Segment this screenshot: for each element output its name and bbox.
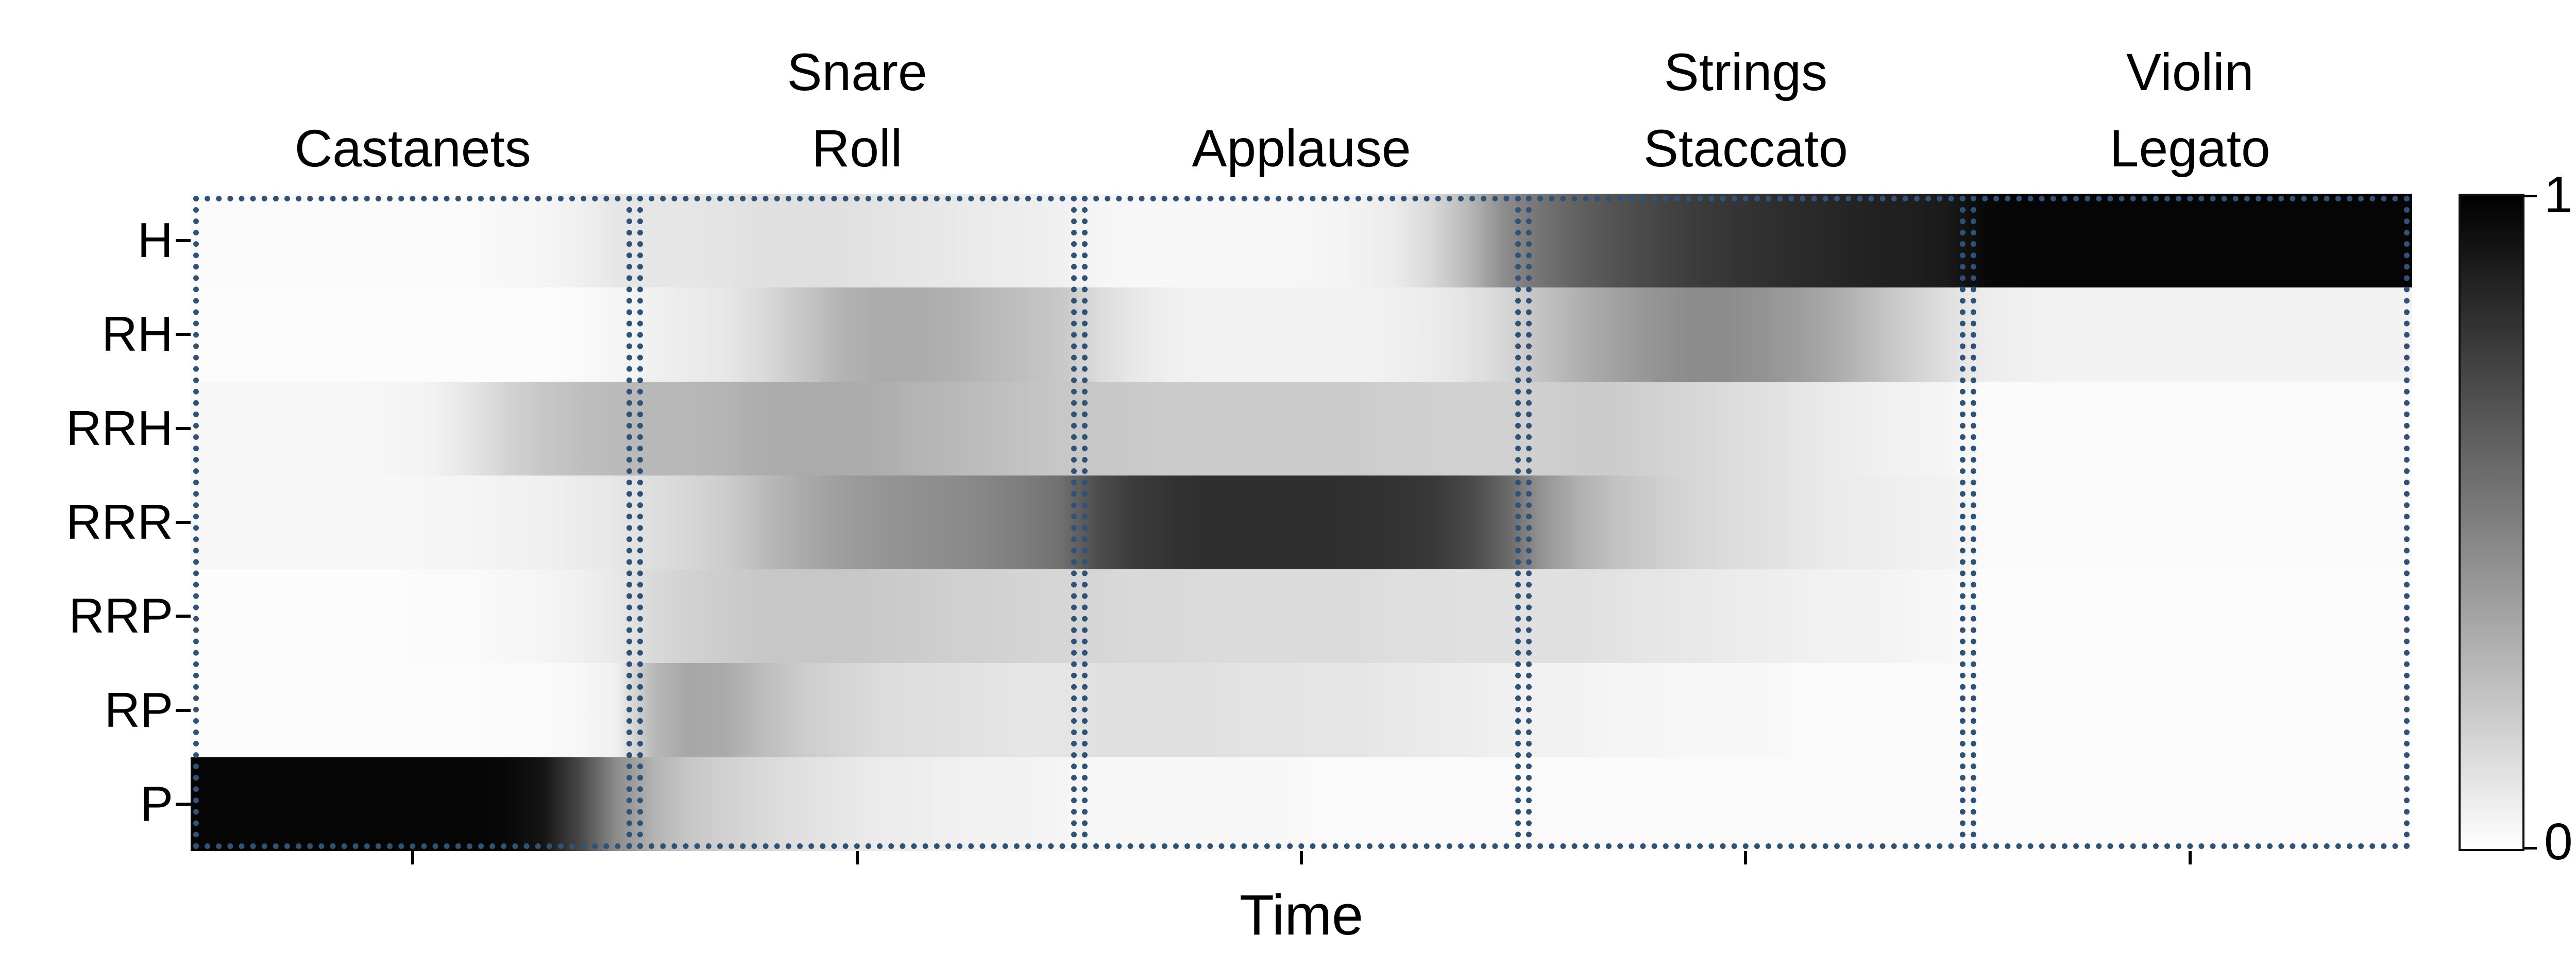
y-tick [176, 708, 191, 712]
segment-label-line: Castanets [294, 119, 531, 178]
segment-label-line: Staccato [1643, 119, 1848, 178]
y-tick-label-rrr: RRR [66, 495, 173, 550]
y-tick-label-rp: RP [104, 682, 173, 738]
colorbar-min-label: 0 [2544, 813, 2573, 871]
y-tick [176, 802, 191, 806]
colorbar-tick-max [2524, 195, 2537, 197]
colorbar-gradient [2459, 194, 2524, 851]
y-tick [176, 427, 191, 430]
y-tick [176, 239, 191, 243]
segment-label-applause: Applause [1079, 110, 1523, 186]
segment-label-castanets: Castanets [191, 110, 635, 186]
y-tick [176, 615, 191, 618]
segment-label-line: Snare [787, 43, 927, 101]
y-tick [176, 521, 191, 524]
x-tick [855, 851, 859, 864]
heatmap-row-p [191, 757, 2412, 851]
y-tick-label-p: P [140, 776, 173, 831]
x-tick [1744, 851, 1748, 864]
segment-label-line: Applause [1192, 119, 1411, 178]
y-tick-label-rh: RH [101, 307, 173, 362]
segment-label-line: Strings [1664, 43, 1828, 101]
segment-box-snare-roll [637, 196, 1077, 849]
segment-box-violin-legato [1970, 196, 2410, 849]
heatmap-plot-area [191, 194, 2412, 851]
heatmap-row-rrr [191, 475, 2412, 570]
heatmap-row-h [191, 194, 2412, 288]
x-tick [411, 851, 415, 864]
heatmap-row-rp [191, 663, 2412, 757]
x-tick [1300, 851, 1303, 864]
y-tick-label-h: H [137, 213, 173, 268]
y-tick-label-rrp: RRP [69, 588, 173, 644]
colorbar-max-label: 1 [2544, 166, 2573, 224]
segment-box-castanets [193, 196, 633, 849]
segment-label-line: Violin [2126, 43, 2254, 101]
heatmap-row-rh [191, 287, 2412, 382]
segment-label-line: Legato [2109, 119, 2270, 178]
heatmap-row-rrh [191, 381, 2412, 475]
segment-box-applause [1081, 196, 1521, 849]
x-axis-label: Time [1239, 884, 1364, 947]
segment-box-strings-staccato [1526, 196, 1965, 849]
colorbar-tick-min [2524, 847, 2537, 850]
heatmap-row-rrp [191, 569, 2412, 664]
x-tick [2188, 851, 2192, 864]
y-tick [176, 333, 191, 336]
y-tick-label-rrh: RRH [66, 400, 173, 456]
segment-label-line: Roll [811, 119, 903, 178]
